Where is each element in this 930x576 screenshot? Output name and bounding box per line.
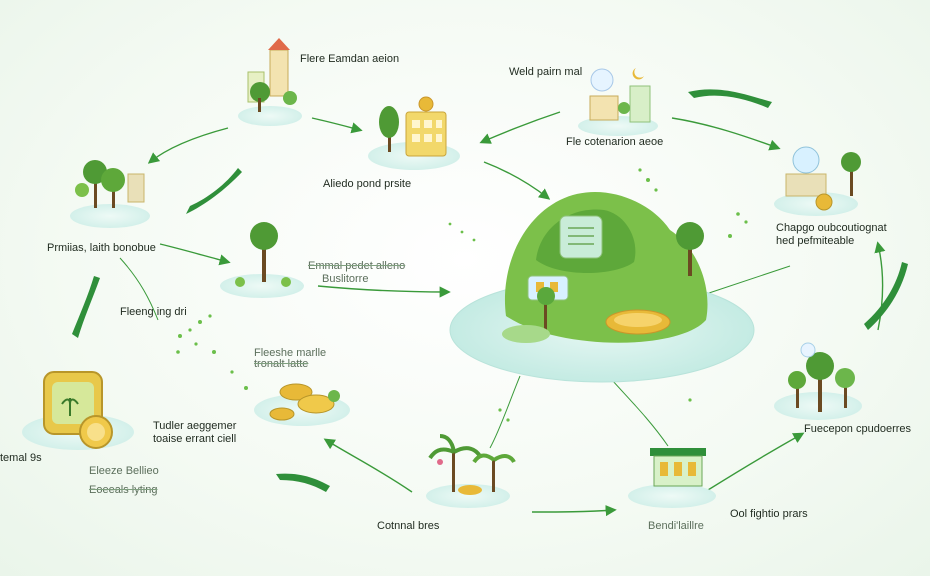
- golden-panel-icon: [22, 371, 134, 450]
- arrow-island-right-out: [699, 265, 791, 297]
- arrow-tree-to-island: [317, 285, 451, 298]
- label-center-small-2: Buslitorre: [322, 273, 369, 285]
- label-top-center-left: Flere Eamdan aeion: [300, 53, 400, 65]
- arrow-left-down: [119, 257, 159, 321]
- label-center-left-4: toaise errant ciell: [153, 433, 237, 445]
- arrow-right-vertical: [874, 241, 886, 331]
- swoosh-right: [864, 262, 908, 330]
- label-mid-top-right: Fle cotenarion aeoe: [566, 136, 664, 148]
- castle-garden-icon: [238, 38, 302, 126]
- arrow-bottom-left-curve: [323, 438, 413, 493]
- forest-grove-icon: [774, 342, 862, 420]
- arrow-top-to-mid: [311, 117, 363, 134]
- label-left-bottom-2: Eoeeals lyting: [89, 484, 158, 496]
- swoosh-top-right: [688, 89, 772, 108]
- market-stall-icon: [628, 448, 716, 508]
- label-center-left-3: Tudler aeggemer: [153, 420, 237, 432]
- label-left-upper: Prmiias, laith bonobue: [47, 242, 156, 254]
- arrow-topright-to-right: [671, 117, 781, 151]
- arrow-bottom-center-right: [531, 504, 617, 517]
- swoosh-left-upper: [186, 168, 242, 214]
- label-far-left: temal 9s: [0, 452, 42, 464]
- arrow-island-down-left: [489, 375, 521, 449]
- swoosh-left-mid: [72, 276, 100, 338]
- label-center-small-1: Emmal pedet alleno: [308, 260, 406, 272]
- golden-coins-icon: [254, 383, 350, 426]
- label-right-upper-2: hed pefmiteable: [776, 235, 855, 247]
- golden-tablet-icon: [368, 96, 460, 170]
- label-center-left-2: tronalt latte: [254, 358, 309, 370]
- label-left-bottom-1: Eleeze Bellieo: [89, 465, 159, 477]
- tree-garden-icon: [70, 160, 150, 228]
- arrow-island-down-right: [611, 379, 669, 447]
- label-left-mid: Fleeng ing dri: [120, 306, 187, 318]
- label-bottom-right-1: Ool fightio prars: [730, 508, 808, 520]
- bubble-garden-icon: [774, 146, 861, 216]
- label-top-center-right: Weld pairn mal: [509, 66, 583, 78]
- label-bottom-center-right: Bendi'laillre: [648, 520, 704, 532]
- swoosh-arrows: [72, 89, 908, 492]
- arrow-top-left-arc: [147, 127, 229, 164]
- arrow-left-upper-to-tree: [159, 243, 231, 266]
- label-right-upper-1: Chapgo oubcoutiognat: [776, 222, 887, 234]
- label-center-left-1: Fleeshe marlle: [254, 347, 327, 359]
- arrow-bottom-right-up: [707, 432, 805, 491]
- swoosh-bottom-left: [276, 473, 330, 492]
- arrow-island-to-topright: [479, 111, 561, 144]
- label-bottom-center: Cotnnal bres: [377, 520, 440, 532]
- central-island-icon: [449, 191, 755, 383]
- label-right-lower: Fuecepon cpudoerres: [804, 423, 912, 435]
- arrow-mid-to-island: [483, 161, 551, 200]
- vine-dots: [176, 168, 748, 422]
- palm-pond-icon: [426, 434, 516, 508]
- moon-tower-icon: [578, 68, 658, 136]
- single-tree-icon: [220, 222, 304, 298]
- label-mid-top-left: Aliedo pond prsite: [323, 178, 412, 190]
